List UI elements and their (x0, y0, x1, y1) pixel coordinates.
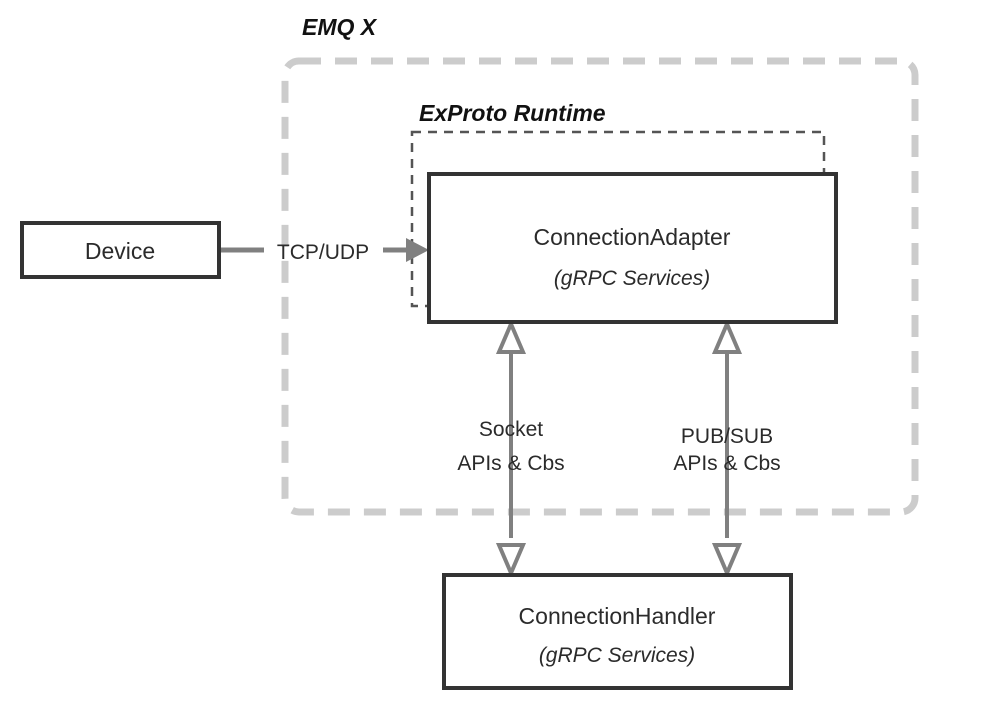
node-connection-adapter[interactable] (427, 172, 838, 324)
arrowhead-filled-device-to-adapter (406, 238, 429, 262)
group-boundary-emqx (281, 57, 919, 516)
node-sublabel-connection-adapter: (gRPC Services) (554, 267, 710, 290)
node-label-connection-handler: ConnectionHandler (519, 603, 716, 629)
edge-label-pubsub-line2: APIs & Cbs (673, 452, 780, 475)
edge-label-pubsub-line1: PUB/SUB (681, 425, 773, 448)
edge-label-socket-line2: APIs & Cbs (457, 452, 564, 475)
arrowhead-hollow-socket-up (495, 318, 527, 354)
edge-label-tcp-udp: TCP/UDP (277, 241, 369, 264)
node-label-device: Device (85, 238, 155, 264)
node-label-connection-adapter: ConnectionAdapter (534, 224, 731, 250)
arrowhead-hollow-pubsub-down (711, 543, 743, 579)
node-sublabel-connection-handler: (gRPC Services) (539, 644, 695, 667)
group-label-emqx: EMQ X (302, 14, 378, 40)
node-connection-handler[interactable] (442, 573, 793, 690)
arrowhead-hollow-pubsub-up (711, 318, 743, 354)
node-device[interactable] (20, 221, 221, 279)
arrowhead-hollow-socket-down (495, 543, 527, 579)
group-label-exproto: ExProto Runtime (419, 100, 606, 126)
edge-label-socket-line1: Socket (479, 418, 543, 441)
